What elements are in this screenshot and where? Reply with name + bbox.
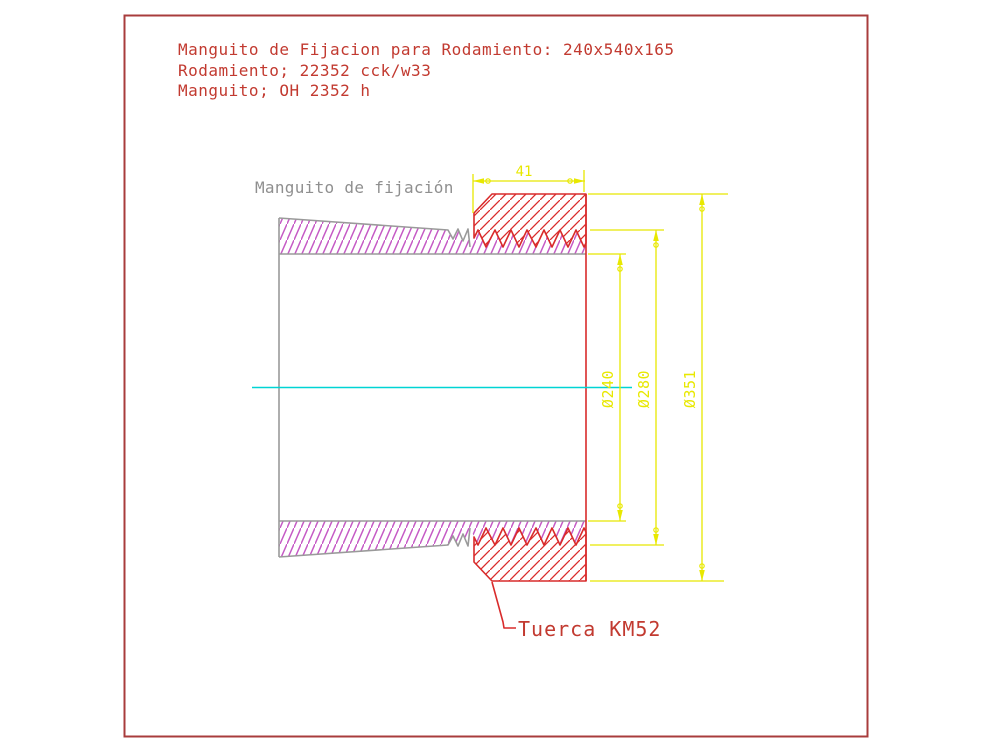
nut-callout: Tuerca KM52 [491,581,661,641]
arrowhead-up [653,230,659,241]
sheet-border [123,14,869,738]
dim-text-outer-diameter: Ø351 [681,370,699,408]
arrow-tail-ring [485,178,491,184]
arrow-tail-ring [653,527,659,533]
dimension-bore-diameter: Ø240 [588,253,626,522]
arrowhead-right [574,178,585,184]
arrowhead-up [617,254,623,265]
title-line-2: Rodamiento; 22352 cck/w33 [178,61,431,80]
part-label: Manguito de fijación [255,178,454,197]
arrowhead-down [699,570,705,581]
arrow-tail-ring [653,242,659,248]
dimension-nut-width-41: 41 [472,164,585,213]
dimension-outer-diameter: Ø351 [588,193,728,582]
arrow-tail-ring [617,266,623,272]
dimension-thread-diameter: Ø280 [590,229,664,546]
sleeve-top-outer-edge [278,217,471,248]
sleeve-top-wall-hatch [279,218,586,254]
dim-text-thread-diameter: Ø280 [635,370,653,408]
title-block: Manguito de Fijacion para Rodamiento: 24… [178,40,675,100]
sleeve-bottom-outer-edge [278,527,471,558]
nut-label: Tuerca KM52 [518,617,661,641]
arrowhead-up [699,194,705,205]
sleeve-bottom-wall-hatch [279,521,586,557]
arrow-tail-ring [699,563,705,569]
arrow-tail-ring [617,503,623,509]
title-line-3: Manguito; OH 2352 h [178,81,371,100]
adapter-sleeve-section [278,217,586,558]
title-line-1: Manguito de Fijacion para Rodamiento: 24… [178,40,675,59]
arrowhead-down [617,510,623,521]
arrowhead-left [473,178,484,184]
dim-text-nut-width: 41 [516,164,533,180]
arrowhead-down [653,534,659,545]
arrow-tail-ring [699,206,705,212]
leader-line [491,581,516,629]
dim-text-bore-diameter: Ø240 [599,370,617,408]
arrow-tail-ring [567,178,573,184]
